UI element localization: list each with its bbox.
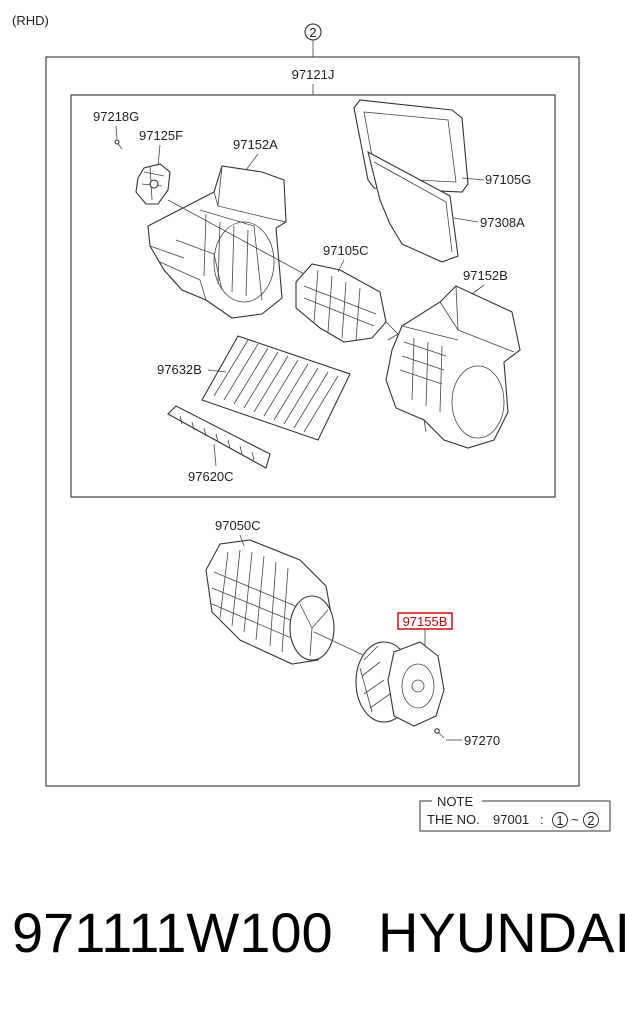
note-prefix: THE NO. [427, 812, 480, 827]
callout-screw[interactable]: 97270 [464, 733, 500, 748]
callout-duct[interactable]: 97105C [323, 243, 369, 258]
callout-fan[interactable]: 97050C [215, 518, 261, 533]
leader-bolt [115, 125, 118, 140]
note-box: NOTE THE NO. 97001 : 1 ~ 2 [419, 794, 611, 832]
leader-duct [337, 259, 345, 273]
footer-brand: HYUNDAI [378, 901, 625, 964]
callout-door[interactable]: 97308A [480, 215, 525, 230]
leader-filter-cover [213, 443, 217, 467]
assembly-label: 97121J [292, 67, 335, 82]
footer: 971111W100 HYUNDAI [0, 895, 625, 985]
note-range-tilde: ~ [571, 812, 579, 827]
callout-bolt[interactable]: 97218G [93, 109, 139, 124]
callout-filter-cover[interactable]: 97620C [188, 469, 234, 484]
bolt-part [114, 139, 123, 150]
leader-case-upper [245, 153, 259, 171]
note-number: 97001 [493, 812, 529, 827]
leader-filter [207, 369, 227, 373]
assembly-line-1 [167, 199, 309, 277]
callout-actuator[interactable]: 97125F [139, 128, 183, 143]
leader-seal [461, 177, 485, 181]
lower-case-part [385, 285, 521, 449]
variant-label: (RHD) [12, 13, 49, 28]
callout-case-upper[interactable]: 97152A [233, 137, 278, 152]
motor-part [355, 641, 445, 727]
leader-door [453, 217, 479, 223]
leader-actuator [157, 144, 161, 167]
duct-part [295, 263, 399, 343]
callout-filter[interactable]: 97632B [157, 362, 202, 377]
note-heading: NOTE [437, 794, 473, 809]
callout-motor[interactable]: 97155B [403, 614, 448, 629]
outer-frame [45, 56, 580, 787]
note-range-end-circle [583, 812, 599, 828]
actuator-part [135, 163, 171, 205]
filter-part [201, 335, 351, 441]
note-range-start-circle [552, 812, 568, 828]
filter-cover-part [167, 405, 271, 469]
screw-part [434, 728, 445, 739]
door-part [367, 150, 459, 263]
note-range-start: 1 [556, 813, 563, 828]
note-range-end: 2 [587, 813, 594, 828]
leader-case-lower [471, 284, 485, 295]
fan-part [205, 539, 335, 665]
leader-fan [239, 534, 245, 547]
inner-frame [70, 94, 556, 498]
upper-case-part [147, 165, 287, 319]
callout-seal[interactable]: 97105G [485, 172, 531, 187]
callout-case-lower[interactable]: 97152B [463, 268, 508, 283]
note-separator: : [540, 812, 544, 827]
assembly-ref-number: 2 [309, 25, 316, 40]
footer-part-number: 971111W100 [12, 901, 333, 964]
parts-diagram: (RHD) 2 97121J 97218G 97125F 97152A 9710… [12, 13, 611, 832]
